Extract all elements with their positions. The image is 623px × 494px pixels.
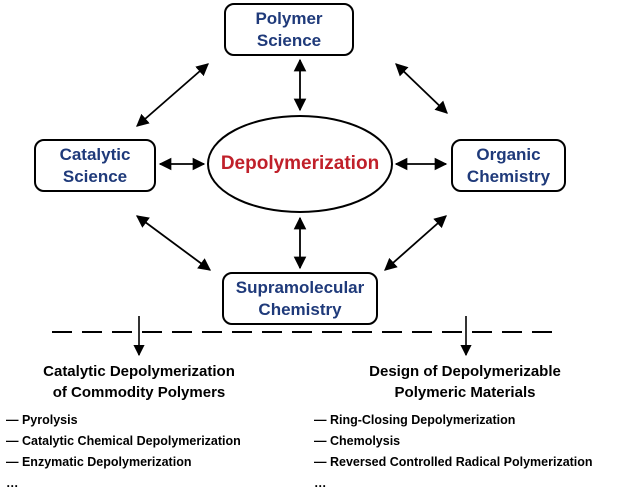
node-organic-chemistry: Organic Chemistry	[451, 139, 566, 192]
node-supramolecular-chemistry: Supramolecular Chemistry	[222, 272, 378, 325]
list-item: — Enzymatic Depolymerization	[6, 455, 192, 469]
node-catalytic-science-label: Catalytic Science	[59, 144, 131, 186]
list-item: — Chemolysis	[314, 434, 401, 448]
arrow-top-right	[395, 63, 448, 114]
node-catalytic-science: Catalytic Science	[34, 139, 156, 192]
left-column-list: — Pyrolysis — Catalytic Chemical Depolym…	[6, 410, 241, 494]
center-ellipse	[207, 115, 393, 213]
arrow-left-bottom	[135, 215, 212, 271]
list-item: — Catalytic Chemical Depolymerization	[6, 434, 241, 448]
left-column-title: Catalytic Depolymerization of Commodity …	[4, 361, 274, 403]
node-organic-chemistry-label: Organic Chemistry	[466, 144, 551, 186]
right-title-line1: Design of Depolymerizable	[369, 363, 561, 380]
center-label: Depolymerization	[220, 153, 380, 174]
list-item: — Pyrolysis	[6, 413, 78, 427]
arrow-left-top	[136, 63, 209, 127]
list-item: — Ring-Closing Depolymerization	[314, 413, 516, 427]
list-item: …	[6, 476, 19, 490]
right-column-title: Design of Depolymerizable Polymeric Mate…	[330, 361, 600, 403]
list-item: — Reversed Controlled Radical Polymeriza…	[314, 455, 593, 469]
node-polymer-science-label: Polymer Science	[255, 8, 323, 50]
node-supramolecular-chemistry-label: Supramolecular Chemistry	[235, 277, 365, 319]
right-column-list: — Ring-Closing Depolymerization — Chemol…	[314, 410, 593, 494]
left-title-line1: Catalytic Depolymerization	[43, 363, 235, 380]
node-polymer-science: Polymer Science	[224, 3, 354, 56]
arrow-right-bottom	[384, 215, 447, 271]
left-title-line2: of Commodity Polymers	[52, 384, 226, 401]
right-title-line2: Polymeric Materials	[394, 384, 536, 401]
list-item: …	[314, 476, 327, 490]
